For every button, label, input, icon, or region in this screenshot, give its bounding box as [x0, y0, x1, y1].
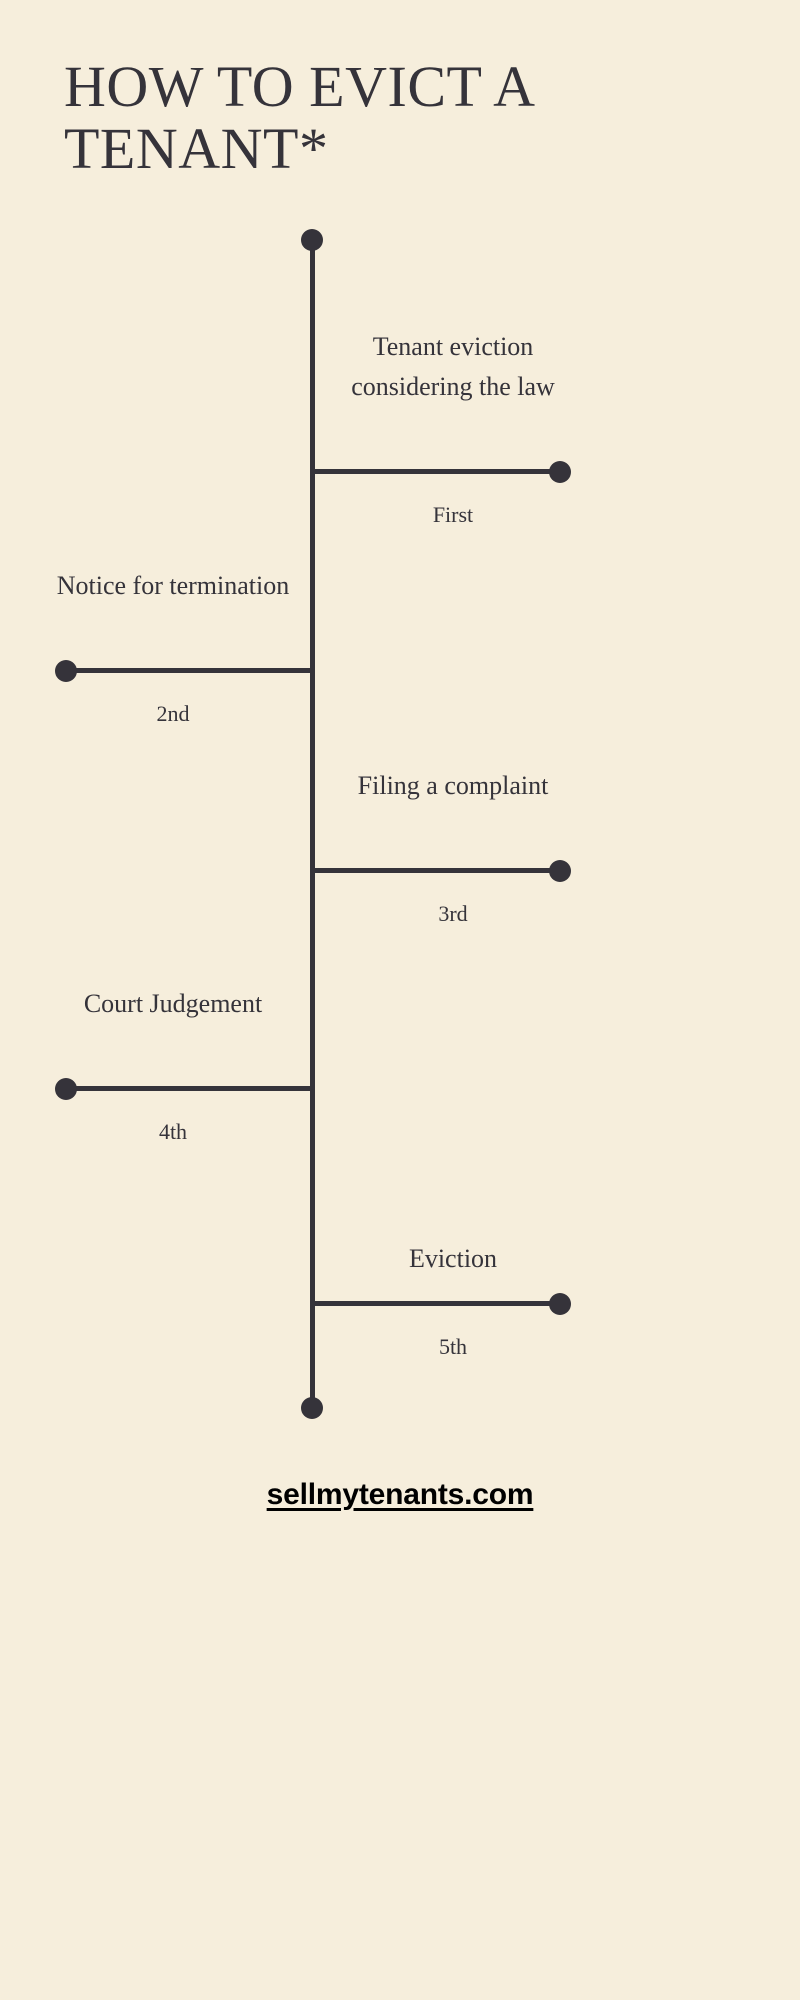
step-ordinal: 5th	[438, 1334, 468, 1359]
branch-line	[312, 1301, 562, 1306]
branch-line	[66, 1086, 314, 1091]
footer: sellmytenants.com	[0, 1478, 800, 1512]
step-title: Notice for termination	[56, 571, 290, 600]
step-title: Tenant eviction considering the law	[351, 332, 555, 402]
step-ordinal: 4th	[158, 1119, 188, 1144]
step-title: Eviction	[408, 1244, 498, 1273]
page-title: HOW TO EVICT A TENANT*	[64, 54, 547, 182]
step-ordinal: 3rd	[438, 901, 468, 926]
step-ordinal: 2nd	[156, 701, 190, 726]
branch-end-dot	[549, 860, 571, 882]
step-ordinal: First	[432, 502, 474, 527]
step-title: Court Judgement	[83, 989, 263, 1018]
website-link[interactable]: sellmytenants.com	[266, 1478, 534, 1511]
branch-line	[312, 469, 562, 474]
timeline-spine	[310, 240, 315, 1410]
timeline-start-dot	[301, 229, 323, 251]
branch-end-dot	[55, 1078, 77, 1100]
timeline-end-dot	[301, 1397, 323, 1419]
title-block: HOW TO EVICT A TENANT*	[64, 54, 704, 182]
step-title: Filing a complaint	[357, 771, 549, 800]
branch-line	[66, 668, 314, 673]
branch-end-dot	[549, 461, 571, 483]
branch-line	[312, 868, 562, 873]
branch-end-dot	[549, 1293, 571, 1315]
branch-end-dot	[55, 660, 77, 682]
